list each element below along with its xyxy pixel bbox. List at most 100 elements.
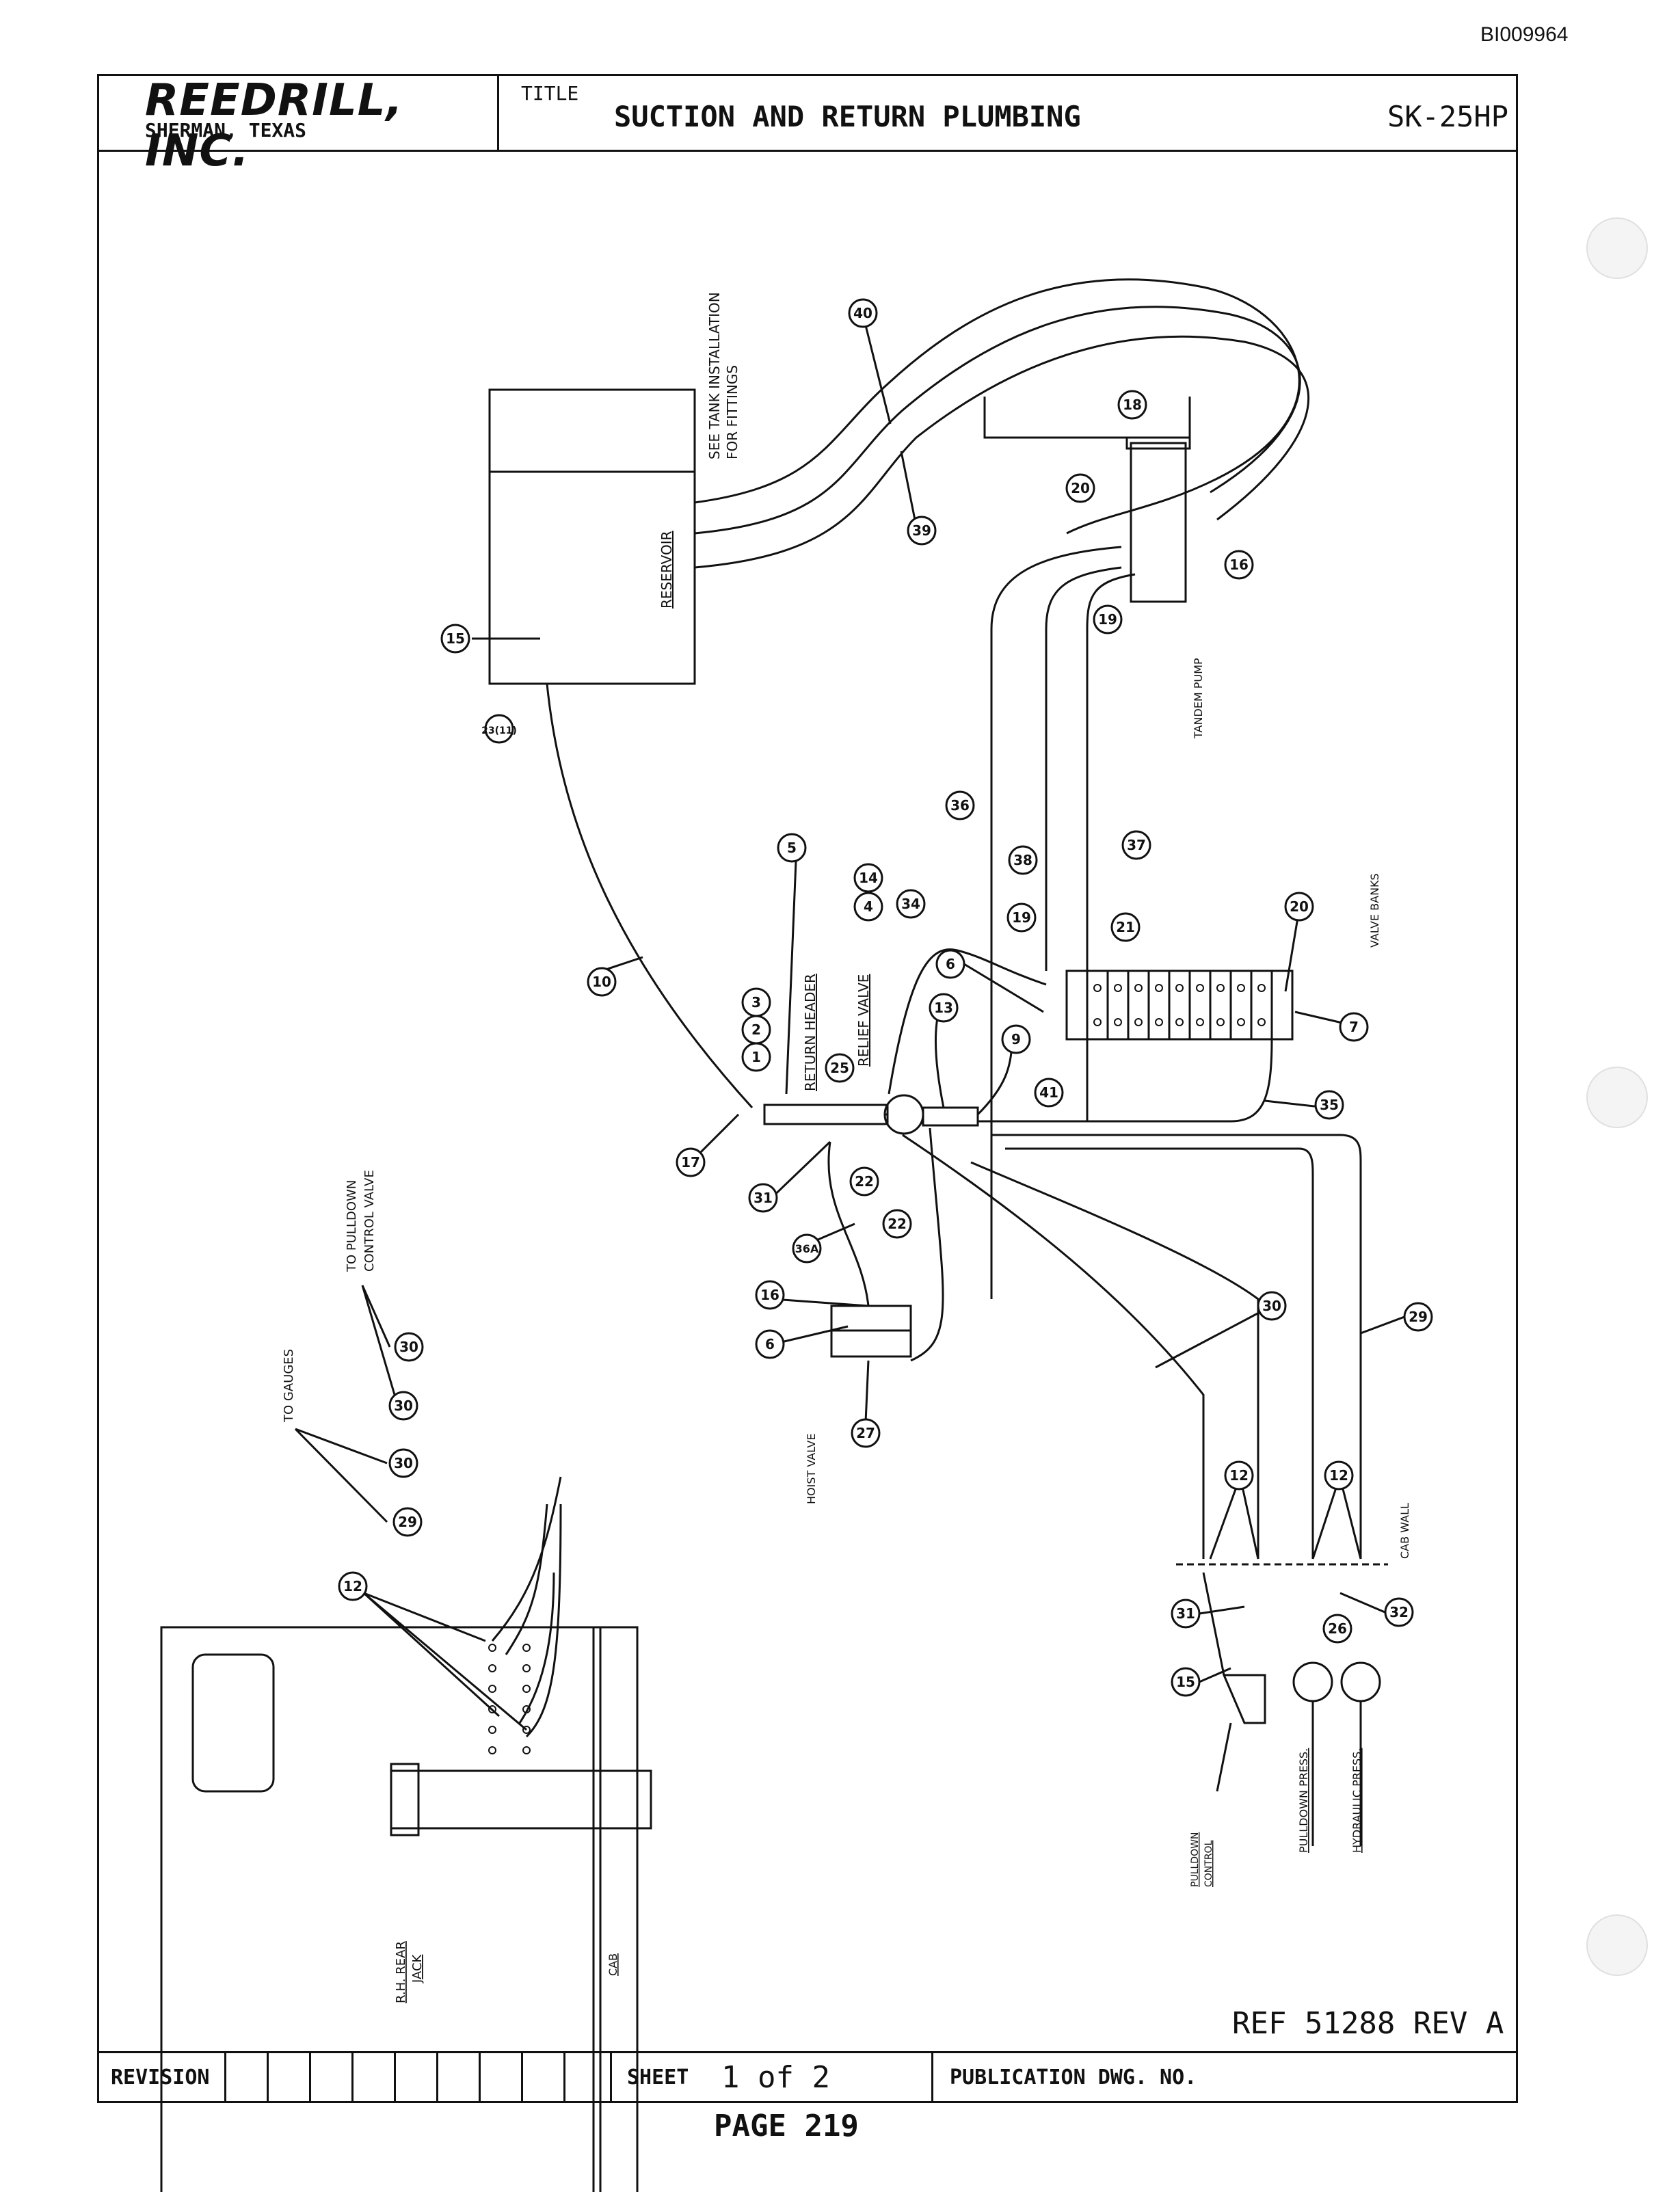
callout-38-label: 38 (1013, 852, 1032, 868)
leader-5 (785, 861, 797, 1095)
to-pulldown-label-1: TO PULLDOWN (345, 1180, 359, 1272)
leader-12r-b (1340, 1483, 1362, 1560)
revision-box (521, 2053, 563, 2103)
callout-10 (587, 967, 617, 997)
leader-to-pulldown-a (361, 1285, 391, 1348)
callout-15-cab (1171, 1667, 1201, 1697)
pump-return-line (990, 546, 1122, 1299)
hoist-valve-label: HOIST VALVE (805, 1434, 818, 1504)
callout-37 (1121, 830, 1151, 860)
publication-label: PUBLICATION DWG. NO. (950, 2066, 1197, 2089)
callout-21-label: 21 (1116, 919, 1135, 935)
callout-27-label: 27 (856, 1425, 875, 1441)
callout-27 (851, 1418, 881, 1448)
hose-1 (694, 278, 1301, 535)
callout-1-label: 1 (751, 1049, 761, 1065)
callout-12-g-label: 12 (343, 1578, 362, 1594)
callout-6-hv (755, 1329, 785, 1359)
revision-box (563, 2053, 606, 2103)
reference-revision: REF 51288 REV A (1232, 2006, 1504, 2041)
rear-jack-cap (390, 1763, 420, 1836)
callout-22b-label: 22 (888, 1216, 907, 1232)
pulldown-control-label-2: CONTROL (1203, 1840, 1214, 1887)
reservoir-tank (488, 388, 696, 685)
leader-20vb (1284, 909, 1301, 992)
reservoir-label: RESERVOIR (658, 531, 675, 609)
callout-15-top-label: 15 (446, 630, 465, 647)
return-header-label: RETURN HEADER (802, 974, 818, 1091)
callout-26 (1322, 1614, 1352, 1644)
callout-36-label: 36 (950, 797, 970, 814)
callout-14-label: 14 (859, 870, 878, 886)
callout-14 (853, 863, 883, 893)
pump-line-38 (1045, 566, 1122, 971)
callout-39-label: 39 (912, 522, 931, 539)
line-10 (546, 683, 754, 1109)
callout-31-left-label: 31 (754, 1190, 773, 1206)
gauge-hose-4 (525, 1503, 562, 1738)
cab-window (191, 1653, 275, 1793)
callout-29-right-label: 29 (1409, 1309, 1428, 1325)
revision-label: REVISION (111, 2066, 210, 2089)
leader-12g-b (362, 1592, 501, 1717)
rear-jack-body (390, 1769, 652, 1830)
gauge-hose-2 (505, 1503, 548, 1655)
callout-29-right (1403, 1302, 1433, 1332)
callout-10-label: 10 (592, 974, 611, 990)
hydraulic-pressure-gauge (1340, 1661, 1381, 1702)
callout-17-label: 17 (681, 1154, 700, 1171)
callout-7-label: 7 (1349, 1019, 1359, 1035)
page-number: PAGE 219 (714, 2109, 859, 2143)
callout-40 (848, 298, 878, 328)
callout-31-cab (1171, 1599, 1201, 1629)
callout-35-label: 35 (1320, 1097, 1339, 1113)
leader-12l-b (1240, 1483, 1259, 1560)
callout-20-vb-label: 20 (1290, 898, 1309, 915)
title-block: REEDRILL, INC. SHERMAN, TEXAS TITLE SUCT… (97, 74, 1518, 176)
callout-22a-label: 22 (855, 1173, 874, 1190)
callout-6-mid-label: 6 (946, 956, 955, 972)
rh-rear-jack-label-1: R.H. REAR (394, 1941, 408, 2003)
revision-box (394, 2053, 436, 2103)
callout-18-label: 18 (1123, 397, 1142, 413)
callout-16-top (1224, 550, 1254, 580)
see-tank-note-2: FOR FITTINGS (724, 365, 741, 459)
callout-40-label: 40 (853, 305, 872, 321)
cab-label: CAB (606, 1953, 619, 1976)
publication-cell: PUBLICATION DWG. NO. (931, 2053, 1517, 2103)
relief-valve-label: RELIEF VALVE (855, 974, 872, 1067)
callout-2-label: 2 (751, 1021, 761, 1038)
callout-3-label: 3 (751, 994, 761, 1011)
revision-box (224, 2053, 267, 2103)
to-pulldown-label-2: CONTROL VALVE (362, 1170, 377, 1272)
relief-valve-body (883, 1094, 924, 1135)
callout-22b (882, 1209, 912, 1239)
valve-bank-block (1065, 970, 1294, 1041)
return-fitting (922, 1106, 979, 1127)
leader-39 (900, 451, 918, 527)
callout-22a (849, 1166, 879, 1197)
pulldown-press-label: PULLDOWN PRESS. (1297, 1748, 1310, 1853)
drawing-number: SK-25HP (1387, 100, 1508, 133)
callout-12-left (1224, 1460, 1254, 1491)
line-30-short (970, 1161, 1259, 1559)
leader-6hv (772, 1325, 849, 1346)
callout-30-a-label: 30 (399, 1339, 418, 1355)
leader-40 (862, 314, 892, 425)
callout-12-right-label: 12 (1329, 1467, 1348, 1484)
callout-16-top-label: 16 (1229, 557, 1249, 573)
callout-5-label: 5 (787, 840, 797, 856)
callout-25 (825, 1053, 855, 1083)
company-name: REEDRILL, INC. (145, 75, 403, 176)
callout-30-main-label: 30 (1262, 1298, 1281, 1314)
cab-wall-label: CAB WALL (1398, 1503, 1411, 1559)
valve-bank-sections (1086, 971, 1273, 1039)
callout-9 (1001, 1024, 1031, 1054)
tandem-pump-body (1130, 442, 1187, 603)
pump-line-37 (1086, 573, 1136, 1121)
pump-flange (1125, 436, 1191, 450)
binder-hole-middle (1586, 1067, 1648, 1128)
callout-6-hv-label: 6 (765, 1336, 775, 1352)
callout-26-label: 26 (1328, 1620, 1347, 1637)
